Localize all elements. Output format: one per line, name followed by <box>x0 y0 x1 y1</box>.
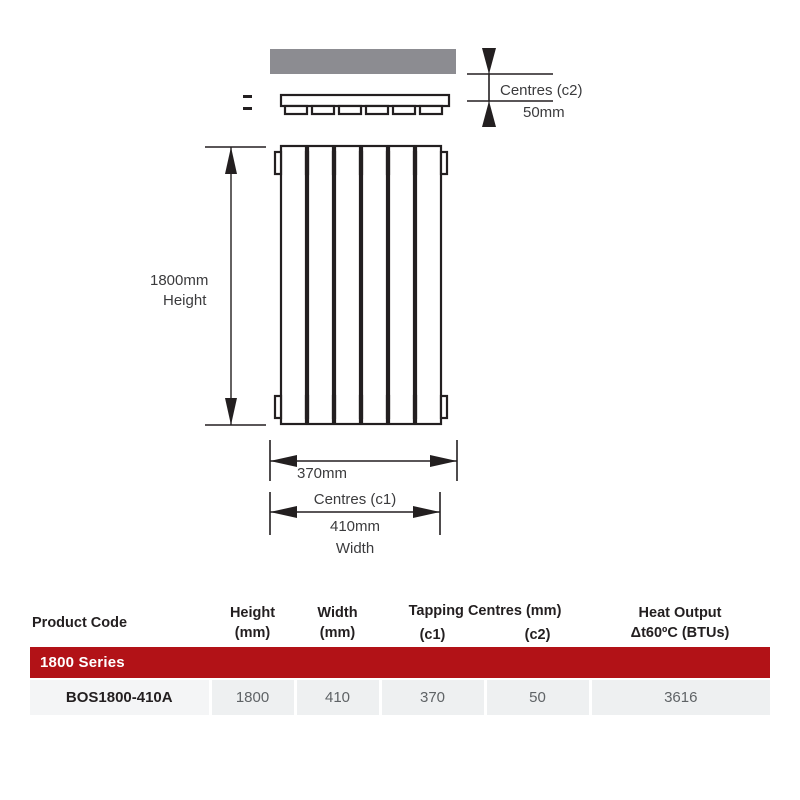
dimension-370 <box>269 440 458 481</box>
cell-heat-output: 3616 <box>588 678 771 716</box>
dimension-height-label-line1: 1800mm <box>150 272 208 289</box>
dimension-370-label: 370mm <box>297 465 347 482</box>
cell-height: 1800 <box>208 678 295 716</box>
header-height-line1: Height <box>229 605 276 621</box>
specification-table: Product Code Height (mm) Width (mm) Tapp… <box>30 600 771 716</box>
header-heat-output: Heat Output Δt60ºC (BTUs) <box>590 600 771 648</box>
dimension-c2-label-line1: Centres (c2) <box>500 82 583 99</box>
header-c2: (c2) <box>485 623 591 648</box>
header-heat-line1: Heat Output <box>638 605 722 621</box>
drawing-canvas: Centres (c2) 50mm <box>150 48 583 557</box>
header-c1: (c1) <box>380 623 485 648</box>
header-width-line2: (mm) <box>319 624 356 641</box>
dimension-height-label-line2: Height <box>163 292 207 309</box>
series-banner-row: 1800 Series <box>30 647 771 680</box>
technical-drawing: Centres (c2) 50mm <box>150 48 583 557</box>
dimension-410-label: 410mm <box>330 518 380 535</box>
cell-product-code: BOS1800-410A <box>30 678 210 716</box>
header-tapping-centres: Tapping Centres (mm) <box>380 600 591 624</box>
spec-table-element: Product Code Height (mm) Width (mm) Tapp… <box>30 600 771 716</box>
header-row-main: Product Code Height (mm) Width (mm) Tapp… <box>30 600 771 648</box>
table-body: 1800 Series BOS1800-410A 1800 410 370 50… <box>30 647 771 716</box>
table-header: Product Code Height (mm) Width (mm) Tapp… <box>30 600 771 648</box>
dimension-height-arrowheads <box>225 147 237 425</box>
wall-bar <box>270 49 456 74</box>
dimension-410-arrowheads <box>270 506 440 518</box>
dimension-c2-label-line2: 50mm <box>523 104 565 121</box>
section-dash-marks <box>243 95 252 110</box>
radiator-top-view <box>279 93 451 116</box>
series-label: 1800 Series <box>30 647 771 680</box>
header-width-line1: Width <box>317 605 358 621</box>
cell-width: 410 <box>293 678 380 716</box>
dimension-width-label: Width <box>336 540 374 557</box>
dimension-410 <box>269 492 441 535</box>
header-product-code: Product Code <box>30 600 210 648</box>
radiator-front-view <box>273 144 449 426</box>
cell-c1: 370 <box>378 678 485 716</box>
cell-c2: 50 <box>483 678 591 716</box>
table-row[interactable]: BOS1800-410A 1800 410 370 50 3616 <box>30 678 771 716</box>
header-height: Height (mm) <box>210 600 295 648</box>
dimension-c2-arrowheads <box>482 48 496 127</box>
dimension-370-arrowheads <box>270 455 457 467</box>
dimension-c1-label: Centres (c1) <box>314 491 397 508</box>
header-height-line2: (mm) <box>234 624 271 641</box>
header-width: Width (mm) <box>295 600 380 648</box>
header-heat-line2: Δt60ºC (BTUs) <box>630 624 730 641</box>
header-row-sub: (c1) (c2) <box>30 623 770 648</box>
dimension-height <box>205 146 266 426</box>
